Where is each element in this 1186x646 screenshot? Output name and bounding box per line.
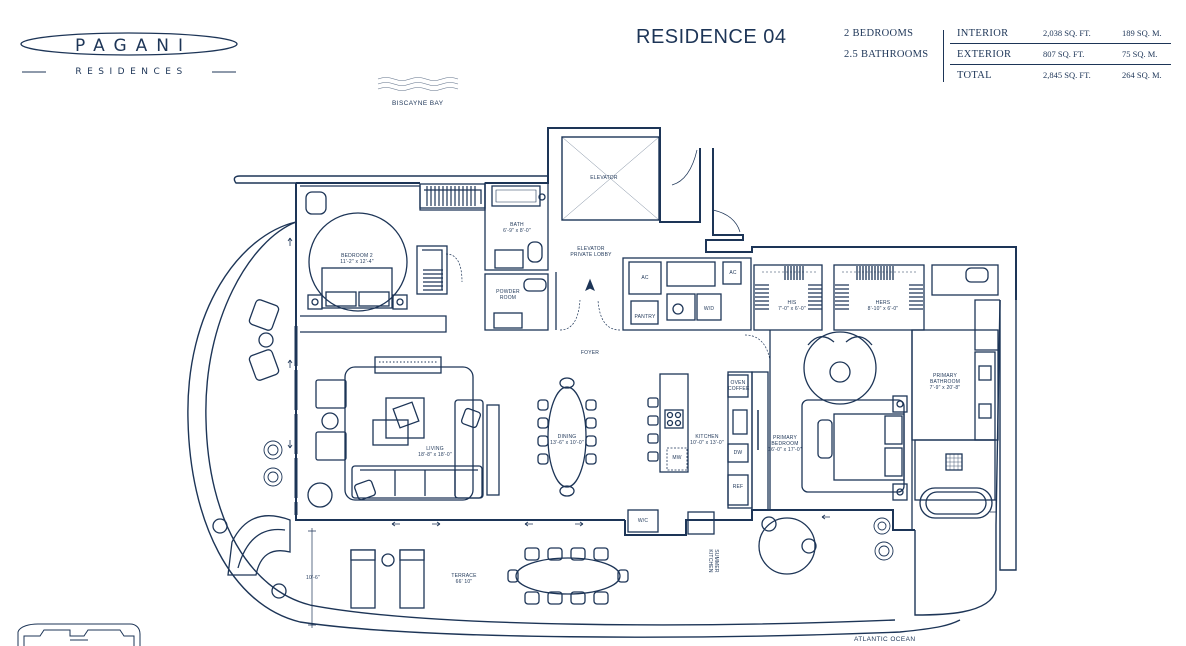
bathrooms-count: 2.5 BATHROOMS: [844, 49, 929, 60]
bath-and-powder: [484, 182, 549, 331]
window-arrows: [287, 237, 830, 527]
room-label-kitchen: KITCHEN 10'-0" x 13'-0": [690, 434, 724, 446]
room-label-wc: W/C: [637, 518, 649, 524]
residence-title: RESIDENCE 04: [636, 26, 787, 48]
elevator-shaft: [561, 136, 660, 221]
room-label-bedroom-2: BEDROOM 2 11'-2" x 12'-4": [340, 253, 374, 265]
closet-hangers: [423, 186, 476, 291]
area-sqft: 2,845 SQ. FT.: [1043, 70, 1091, 80]
area-row-total: TOTAL 2,845 SQ. FT. 264 SQ. M.: [957, 70, 1171, 88]
room-label-elevator-lobby: ELEVATOR PRIVATE LOBBY: [570, 246, 612, 258]
table-rule: [950, 43, 1171, 44]
room-label-summer-kitchen: SUMMER KITCHEN: [707, 549, 719, 573]
terrace-furniture: [212, 299, 629, 628]
pantry-utility: [622, 257, 771, 361]
room-label-ac: AC: [641, 275, 649, 281]
area-sqm: 75 SQ. M.: [1122, 49, 1158, 59]
room-label-ac: AC: [729, 270, 737, 276]
room-label-dw: DW: [733, 450, 743, 456]
room-label-living: LIVING 18'-8" x 18'-0": [418, 446, 452, 458]
primary-bathroom: [911, 264, 1000, 519]
area-label: TOTAL: [957, 70, 992, 81]
terrace-dimension: 10'-6": [306, 575, 320, 581]
logo-wordmark: PAGANI: [74, 36, 193, 56]
pagani-logo: PAGANI RESIDENCES: [18, 30, 240, 80]
room-label-foyer: FOYER: [580, 350, 600, 356]
room-label-hers-closet: HERS 8'-10" x 6'-0": [867, 300, 899, 312]
room-label-his-closet: HIS 7'-0" x 6'-0": [778, 300, 806, 312]
room-label-wd: W/D: [703, 306, 715, 312]
room-label-elevator: ELEVATOR: [590, 175, 618, 181]
table-rule: [950, 64, 1171, 65]
plant-icon: [263, 440, 894, 561]
water-waves-icon: [377, 77, 459, 91]
logo-ellipse-icon: [20, 32, 238, 73]
room-label-primary-bedroom: PRIMARY BEDROOM 16'-0" x 17'-0": [768, 435, 802, 453]
east-terrace-wall: [914, 299, 1001, 616]
header-divider: [943, 30, 944, 82]
area-label: EXTERIOR: [957, 49, 1012, 60]
area-row-interior: INTERIOR 2,038 SQ. FT. 189 SQ. M.: [957, 28, 1171, 46]
bay-label: BISCAYNE BAY: [392, 100, 444, 107]
room-label-terrace: TERRACE 66' 10": [451, 573, 477, 585]
room-label-powder: POWDER ROOM: [496, 289, 520, 301]
room-label-ref: REF: [732, 484, 744, 490]
ocean-label: ATLANTIC OCEAN: [854, 636, 916, 643]
area-sqft: 2,038 SQ. FT.: [1043, 28, 1091, 38]
area-sqm: 264 SQ. M.: [1122, 70, 1162, 80]
area-sqm: 189 SQ. M.: [1122, 28, 1162, 38]
room-label-oven-coffee: OVEN COFFEE: [728, 380, 750, 392]
area-row-exterior: EXTERIOR 807 SQ. FT. 75 SQ. M.: [957, 49, 1171, 67]
north-terrace: [233, 175, 549, 184]
room-label-mw: MW: [672, 455, 682, 461]
terrace-outline: [187, 221, 961, 638]
room-label-bath: BATH 6'-9" x 8'-0": [503, 222, 531, 234]
kitchen-area: [627, 371, 769, 535]
logo-subtitle: RESIDENCES: [75, 67, 188, 77]
key-plan: [17, 623, 141, 646]
living-area: [307, 356, 500, 508]
room-label-dining: DINING 13'-6" x 10'-0": [550, 434, 584, 446]
walk-in-closets: [753, 264, 925, 331]
room-label-primary-bathroom: PRIMARY BATHROOM 7'-9" x 20'-8": [929, 373, 961, 391]
area-sqft: 807 SQ. FT.: [1043, 49, 1085, 59]
primary-bedroom: [758, 330, 913, 575]
area-label: INTERIOR: [957, 28, 1009, 39]
dining-area: [537, 377, 597, 497]
bedrooms-count: 2 BEDROOMS: [844, 28, 914, 39]
bedroom-2: [300, 183, 486, 333]
room-label-pantry: PANTRY: [634, 314, 656, 320]
